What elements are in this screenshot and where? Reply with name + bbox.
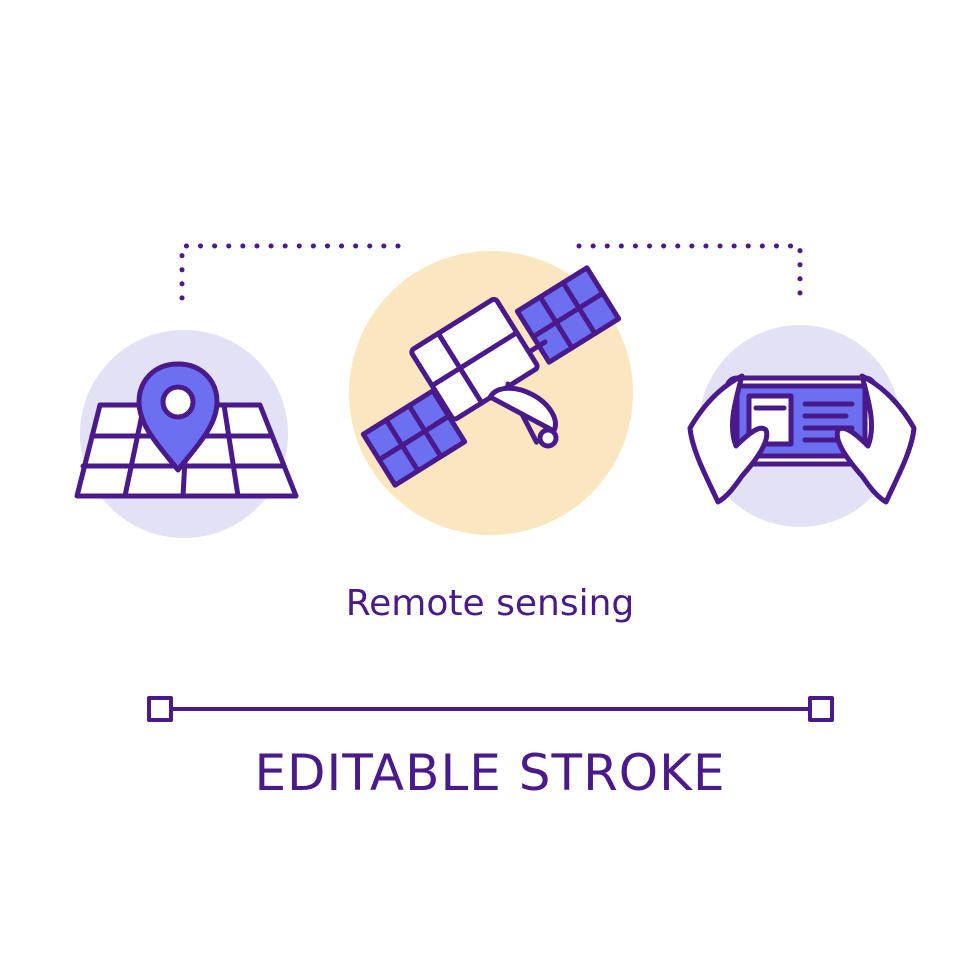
map-pin-icon — [74, 361, 299, 499]
dotted-connector-right — [576, 243, 803, 301]
right-handle — [808, 696, 834, 722]
tablet-hands-icon — [687, 373, 917, 505]
left-handle — [147, 696, 173, 722]
title-text: Remote sensing — [345, 583, 635, 624]
satellite-icon — [360, 265, 622, 488]
editable-stroke-line — [147, 696, 834, 722]
editable-stroke-label: EDITABLE STROKE — [254, 744, 726, 802]
dotted-connector-left — [179, 243, 409, 301]
